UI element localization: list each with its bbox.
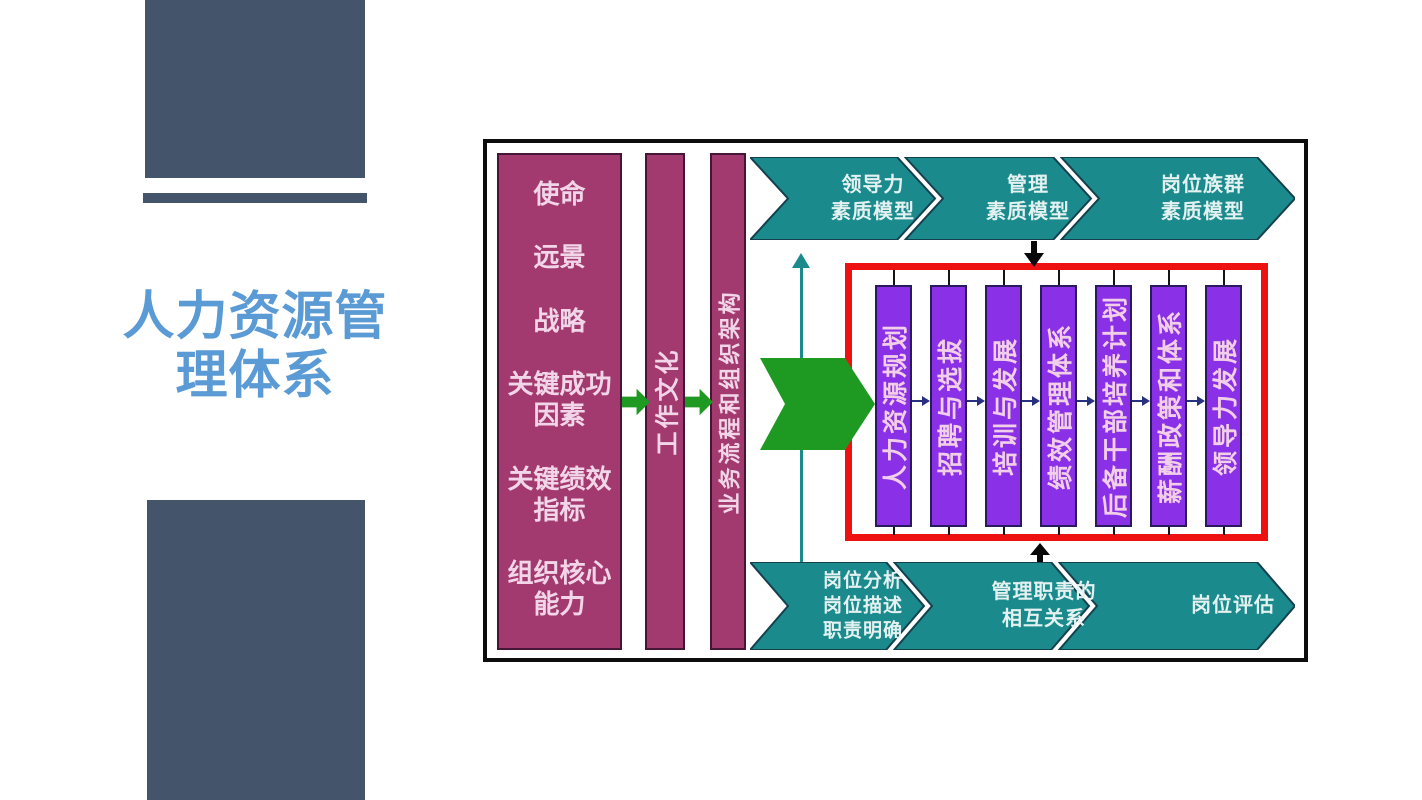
job-analysis-label: 岗位分析 岗位描述 职责明确 [822,570,904,642]
connector-line [1058,270,1060,285]
top-accent-rectangle [145,0,365,178]
module-recruiting-selection: 招聘与选拔 [930,285,967,527]
module-hr-planning: 人力资源规划 [875,285,912,527]
work-culture-column: 工作文化 [645,153,685,650]
foundation-item-core-capability: 组织核心 能力 [507,558,612,619]
link-right-arrow-icon [1187,396,1205,406]
module-training-development: 培训与发展 [985,285,1022,527]
connector-line [893,527,895,535]
connector-line [1003,527,1005,535]
module-performance-management: 绩效管理体系 [1040,285,1077,527]
work-culture-label: 工作文化 [655,347,682,456]
connector-line [1003,270,1005,285]
up-arrow-icon [1030,543,1050,567]
connector-line [1113,527,1115,535]
job-analysis-band: 岗位分析 岗位描述 职责明确 管理职责的 相互关系 岗位评估 [750,562,1295,650]
competency-models-band: 领导力 素质模型 管理 素质模型 岗位族群 素质模型 [750,157,1295,240]
module-leadership-development: 领导力发展 [1205,285,1242,527]
hr-system-diagram-panel: 使命 远景 战略 关键成功 因素 关键绩效 指标 组织核心 能力 工作文化 业务… [483,139,1308,662]
module-label: 领导力发展 [1212,335,1240,477]
slide-title-line1: 人力资源管 [122,288,388,346]
foundation-item-kpi: 关键绩效 指标 [507,464,612,525]
link-right-arrow-icon [967,396,985,406]
link-right-arrow-icon [1022,396,1040,406]
connector-line [1113,270,1115,285]
module-label: 绩效管理体系 [1047,321,1075,491]
link-right-arrow-icon [912,396,930,406]
bottom-accent-rectangle [147,500,365,800]
connector-line [893,270,895,285]
slide-title-line2: 理体系 [175,347,335,405]
connector-line [948,527,950,535]
management-model-label: 管理 素质模型 [986,173,1070,223]
process-org-column: 业务流程和组织架构 [710,153,746,650]
management-duties-label: 管理职责的 相互关系 [991,581,1097,630]
foundation-item-mission: 使命 [533,180,586,209]
module-compensation-policy: 薪酬政策和体系 [1150,285,1187,527]
module-label: 薪酬政策和体系 [1157,307,1185,505]
connector-line [1058,527,1060,535]
process-org-label: 业务流程和组织架构 [717,288,743,515]
link-right-arrow-icon [1077,396,1095,406]
strategy-foundation-column: 使命 远景 战略 关键成功 因素 关键绩效 指标 组织核心 能力 [497,153,622,650]
job-evaluation-label: 岗位评估 [1191,594,1275,617]
foundation-item-success-factors: 关键成功 因素 [507,370,612,431]
link-right-arrow-icon [1132,396,1150,406]
chevron-band-shape [750,562,1295,650]
connector-line [948,270,950,285]
module-label: 招聘与选拔 [937,335,965,477]
up-arrow-icon [792,253,810,268]
connector-line [1168,527,1170,535]
foundation-item-vision: 远景 [533,243,586,273]
leadership-model-label: 领导力 素质模型 [831,173,915,223]
module-label: 培训与发展 [992,335,1020,477]
accent-divider-bar [143,193,367,203]
chevron-band-shape [750,157,1295,240]
connector-line [1223,527,1225,535]
connector-line [1168,270,1170,285]
flow-right-arrow-icon [685,388,713,416]
down-arrow-icon [1024,241,1044,267]
module-successor-cultivation: 后备干部培养计划 [1095,285,1132,527]
connector-line [1223,270,1225,285]
job-family-model-label: 岗位族群 素质模型 [1161,173,1245,223]
slide-title: 人力资源管 理体系 [80,288,430,406]
foundation-item-strategy: 战略 [533,306,586,336]
module-label: 人力资源规划 [882,321,910,491]
module-label: 后备干部培养计划 [1102,293,1130,519]
